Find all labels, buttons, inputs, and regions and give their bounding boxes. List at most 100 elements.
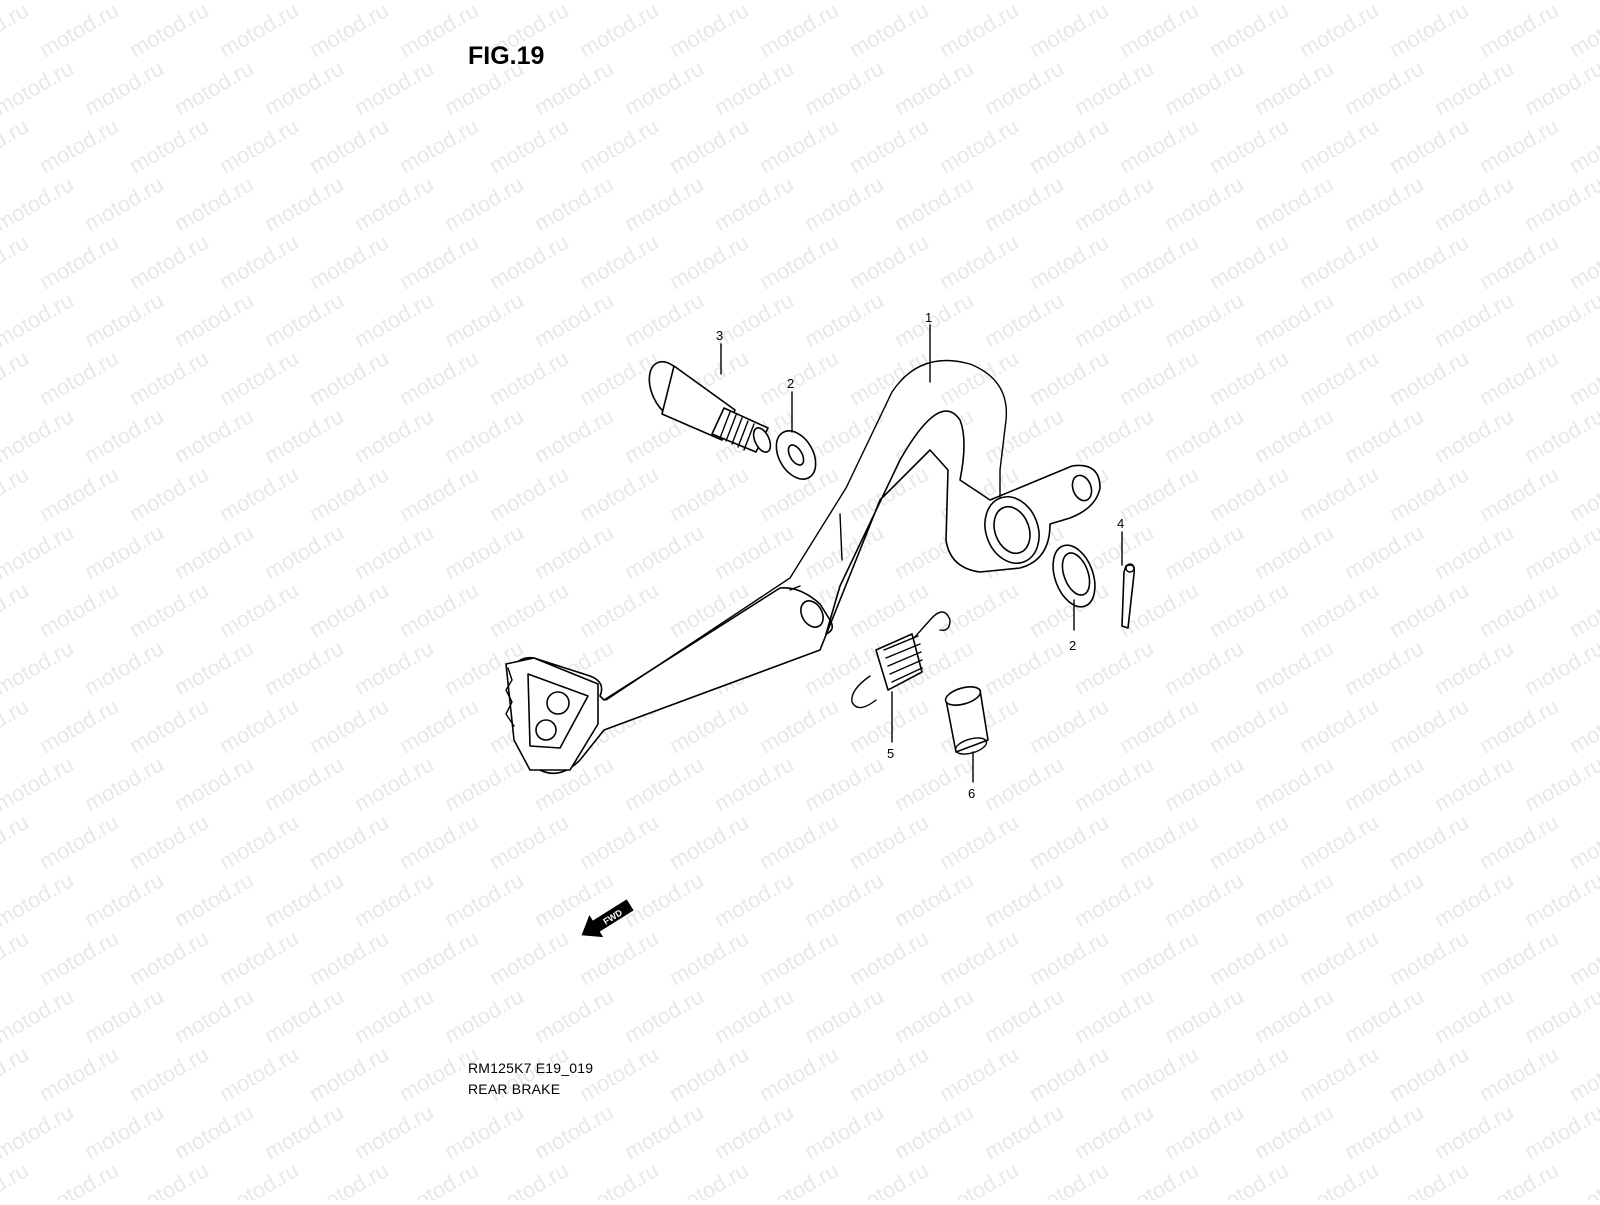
watermark-text: motod.ru	[305, 0, 393, 62]
watermark-text: motod.ru	[350, 983, 438, 1048]
watermark-text: motod.ru	[1115, 113, 1203, 178]
watermark-text: motod.ru	[80, 55, 168, 120]
watermark-text: motod.ru	[845, 461, 933, 526]
watermark-text: motod.ru	[170, 55, 258, 120]
watermark-text: motod.ru	[620, 751, 708, 816]
watermark-text: motod.ru	[1115, 461, 1203, 526]
watermark-text: motod.ru	[845, 0, 933, 62]
watermark-text: motod.ru	[800, 1099, 888, 1164]
watermark-text: motod.ru	[935, 809, 1023, 874]
watermark-text: motod.ru	[80, 867, 168, 932]
watermark-text: motod.ru	[1205, 693, 1293, 758]
watermark-text: motod.ru	[395, 809, 483, 874]
watermark-text: motod.ru	[215, 925, 303, 990]
watermark-text: motod.ru	[1385, 229, 1473, 294]
watermark-text: motod.ru	[1520, 1099, 1600, 1164]
watermark-text: motod.ru	[1295, 577, 1383, 642]
watermark-text: motod.ru	[665, 461, 753, 526]
watermark-text: motod.ru	[305, 925, 393, 990]
watermark-text: motod.ru	[1070, 171, 1158, 236]
watermark-text: motod.ru	[350, 519, 438, 584]
watermark-text: motod.ru	[440, 0, 528, 4]
watermark-text: motod.ru	[440, 403, 528, 468]
washer-inner-part	[775, 430, 817, 480]
watermark-text: motod.ru	[935, 0, 1023, 62]
watermark-text: motod.ru	[1205, 461, 1293, 526]
watermark-text: motod.ru	[260, 635, 348, 700]
watermark-text: motod.ru	[935, 229, 1023, 294]
watermark-text: motod.ru	[260, 287, 348, 352]
watermark-text: motod.ru	[665, 0, 753, 62]
watermark-text: motod.ru	[1070, 983, 1158, 1048]
watermark-text: motod.ru	[620, 171, 708, 236]
watermark-text: motod.ru	[1340, 751, 1428, 816]
watermark-text: motod.ru	[35, 925, 123, 990]
watermark-text: motod.ru	[665, 809, 753, 874]
watermark-text: motod.ru	[215, 1041, 303, 1106]
watermark-text: motod.ru	[1520, 171, 1600, 236]
watermark-text: motod.ru	[1070, 751, 1158, 816]
cotter-pin-part	[1121, 563, 1136, 629]
watermark-text: motod.ru	[665, 113, 753, 178]
drawing-name: REAR BRAKE	[468, 1081, 561, 1097]
watermark-text: motod.ru	[1250, 751, 1338, 816]
watermark-text: motod.ru	[260, 867, 348, 932]
watermark-text: motod.ru	[1115, 1157, 1203, 1200]
watermark-text: motod.ru	[1025, 693, 1113, 758]
watermark-text: motod.ru	[890, 287, 978, 352]
watermark-text: motod.ru	[980, 751, 1068, 816]
watermark-text: motod.ru	[755, 113, 843, 178]
watermark-text: motod.ru	[620, 519, 708, 584]
watermark-text: motod.ru	[620, 287, 708, 352]
watermark-text: motod.ru	[1250, 403, 1338, 468]
callout-6: 6	[968, 786, 975, 801]
watermark-text: motod.ru	[1070, 403, 1158, 468]
watermark-text: motod.ru	[395, 229, 483, 294]
watermark-text: motod.ru	[935, 345, 1023, 410]
watermark-text: motod.ru	[1475, 577, 1563, 642]
watermark-text: motod.ru	[125, 1041, 213, 1106]
watermark-text: motod.ru	[260, 0, 348, 4]
watermark-text: motod.ru	[1115, 345, 1203, 410]
watermark-text: motod.ru	[125, 577, 213, 642]
watermark-text: motod.ru	[395, 345, 483, 410]
watermark-text: motod.ru	[125, 925, 213, 990]
watermark-text: motod.ru	[170, 751, 258, 816]
watermark-text: motod.ru	[1295, 809, 1383, 874]
watermark-text: motod.ru	[350, 867, 438, 932]
watermark-text: motod.ru	[170, 0, 258, 4]
watermark-text: motod.ru	[395, 461, 483, 526]
watermark-text: motod.ru	[1385, 809, 1473, 874]
watermark-text: motod.ru	[980, 0, 1068, 4]
watermark-text: motod.ru	[1385, 925, 1473, 990]
watermark-text: motod.ru	[530, 403, 618, 468]
watermark-text: motod.ru	[1205, 809, 1293, 874]
return-spring-part	[851, 611, 951, 709]
watermark-text: motod.ru	[35, 693, 123, 758]
watermark-text: motod.ru	[1025, 809, 1113, 874]
watermark-text: motod.ru	[80, 287, 168, 352]
watermark-text: motod.ru	[1520, 867, 1600, 932]
watermark-text: motod.ru	[215, 113, 303, 178]
watermark-text: motod.ru	[980, 635, 1068, 700]
watermark-text: motod.ru	[1475, 925, 1563, 990]
watermark-text: motod.ru	[395, 577, 483, 642]
watermark-text: motod.ru	[170, 983, 258, 1048]
watermark-text: motod.ru	[0, 693, 33, 758]
watermark-text: motod.ru	[1250, 171, 1338, 236]
watermark-text: motod.ru	[35, 461, 123, 526]
watermark-text: motod.ru	[665, 925, 753, 990]
watermark-text: motod.ru	[260, 403, 348, 468]
watermark-text: motod.ru	[755, 0, 843, 62]
watermark-text: motod.ru	[395, 925, 483, 990]
callout-5: 5	[887, 746, 894, 761]
watermark-text: motod.ru	[80, 519, 168, 584]
watermark-text: motod.ru	[845, 229, 933, 294]
watermark-text: motod.ru	[1025, 1157, 1113, 1200]
watermark-text: motod.ru	[755, 345, 843, 410]
watermark-text: motod.ru	[0, 113, 33, 178]
watermark-text: motod.ru	[35, 345, 123, 410]
watermark-text: motod.ru	[620, 55, 708, 120]
watermark-text: motod.ru	[1385, 461, 1473, 526]
